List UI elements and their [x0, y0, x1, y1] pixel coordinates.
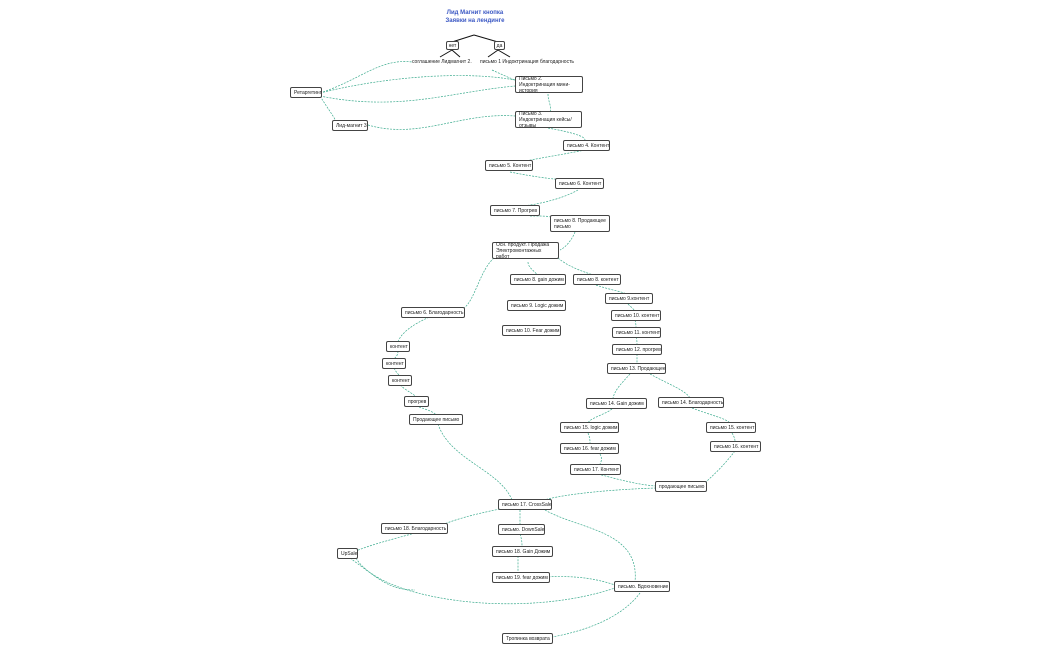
node-letter-3[interactable]: Письмо 3. Индоктринация кейсы/отзывы [515, 111, 582, 129]
node-letter-1[interactable]: письмо 1 Индоктринация благодарность [480, 59, 574, 65]
node-left-thanks[interactable]: письмо 6. Благодарность [401, 307, 465, 318]
node-inspiration[interactable]: письмо. Вдохновение [614, 581, 670, 592]
node-r-fear-16[interactable]: письмо 16. fear дожим [560, 443, 619, 454]
node-chain-logic[interactable]: письмо 9. Logic дожим [507, 300, 566, 311]
node-r-letter-10[interactable]: письмо 10. контент [611, 310, 661, 321]
branch-no[interactable]: нет [446, 41, 459, 50]
node-return-path[interactable]: Тропинка возврата [502, 633, 553, 644]
node-selling-letter[interactable]: продающее письмо [655, 481, 707, 492]
node-r-letter-8[interactable]: письмо 8. контент [573, 274, 621, 285]
node-r-letter-9[interactable]: письмо 9.контент [605, 293, 653, 304]
node-upsale[interactable]: UpSale [337, 548, 358, 559]
node-lead-magnet-2[interactable]: соглашение Лидмагнит 2. [412, 59, 472, 65]
node-r-letter-13[interactable]: письмо 13. Продающее [607, 363, 666, 374]
node-letter-8[interactable]: письмо 8. Продающее письмо [550, 215, 610, 232]
node-l-selling[interactable]: Продающее письмо [409, 414, 463, 425]
node-main-product[interactable]: Осн. продукт. Продажа Электромонтажных р… [492, 242, 559, 260]
node-retargeting[interactable]: Ретаргетинг [290, 87, 322, 98]
node-letter-5[interactable]: письмо 5. Контент [485, 160, 533, 171]
diagram-title: Лид Магнит кнопка Заявки на лендинге [445, 10, 505, 24]
node-r-content-15[interactable]: письмо 15. контент [706, 422, 756, 433]
node-r-logic-15[interactable]: письмо 15. logic дожим [560, 422, 619, 433]
node-r-letter-11[interactable]: письмо 11. контент [612, 327, 661, 338]
node-letter-6[interactable]: письмо 6. Контент [555, 178, 604, 189]
node-lead-magnet-3[interactable]: Лид-магнит 3 [332, 120, 368, 131]
node-l-warmup[interactable]: прогрев [404, 396, 429, 407]
branch-yes[interactable]: да [494, 41, 505, 50]
node-l-content-1[interactable]: контент [386, 341, 410, 352]
node-letter-7[interactable]: письмо 7. Прогрев [490, 205, 540, 216]
node-downsale[interactable]: письмо. DownSale [498, 524, 545, 535]
node-crosssale-17[interactable]: письмо 17. CrossSale [498, 499, 552, 510]
node-r-content-16[interactable]: письмо 16. контент [710, 441, 761, 452]
node-fear-19[interactable]: письмо 19. fear дожим [492, 572, 550, 583]
node-gain-18[interactable]: письмо 18. Gain Дожим [492, 546, 553, 557]
node-chain-fear[interactable]: письмо 10. Fear дожим [502, 325, 561, 336]
node-r-content-17[interactable]: письмо 17. Контент [570, 464, 621, 475]
node-r-letter-12[interactable]: письмо 12. прогрев [612, 344, 662, 355]
node-letter-2[interactable]: Письмо 2. Индоктринация мини-история [515, 76, 583, 94]
node-l-content-3[interactable]: контент [388, 375, 412, 386]
node-thanks-18[interactable]: письмо 18. Благодарность [381, 523, 448, 534]
node-r-gain-14[interactable]: письмо 14. Gain дожим [586, 398, 647, 409]
node-r-thanks-14[interactable]: письмо 14. Благодарность [658, 397, 724, 408]
node-chain-gain[interactable]: письмо 8. gain дожим [510, 274, 566, 285]
node-letter-4[interactable]: письмо 4. Контент [563, 140, 610, 151]
node-l-content-2[interactable]: контент [382, 358, 406, 369]
